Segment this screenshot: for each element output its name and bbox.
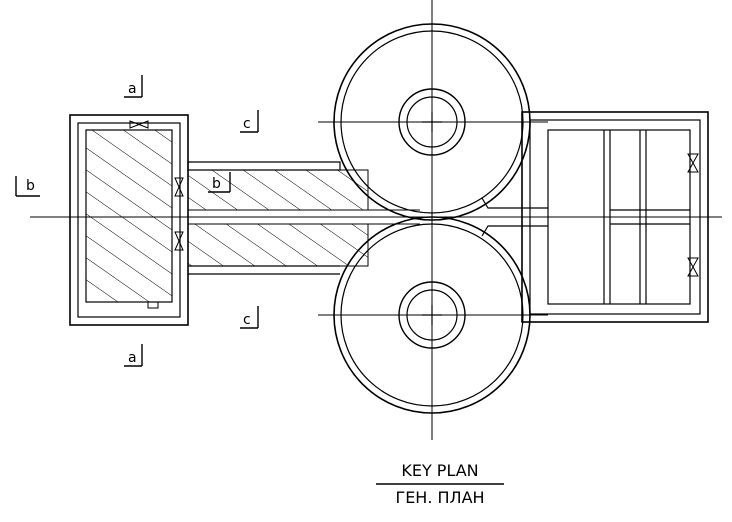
left-tank <box>69 114 189 326</box>
section-marker-c-bottom: c <box>240 306 259 329</box>
svg-text:a: a <box>128 350 137 366</box>
clarifier-bottom <box>333 216 531 414</box>
svg-text:b: b <box>26 178 35 194</box>
title-block: KEY PLAN ГЕН. ПЛАН <box>376 461 504 507</box>
svg-text:c: c <box>243 116 251 132</box>
svg-text:a: a <box>128 81 137 97</box>
title-russian: ГЕН. ПЛАН <box>395 488 484 507</box>
section-marker-a-top: a <box>124 75 143 98</box>
section-marker-b-left: b <box>15 176 40 197</box>
section-marker-b-center: b <box>208 172 231 193</box>
right-building <box>481 111 709 323</box>
connecting-channel <box>187 161 420 275</box>
svg-text:c: c <box>243 312 251 328</box>
svg-text:b: b <box>212 176 221 192</box>
section-marker-a-bottom: a <box>124 344 143 367</box>
section-marker-c-top: c <box>240 110 259 133</box>
title-english: KEY PLAN <box>401 461 478 480</box>
